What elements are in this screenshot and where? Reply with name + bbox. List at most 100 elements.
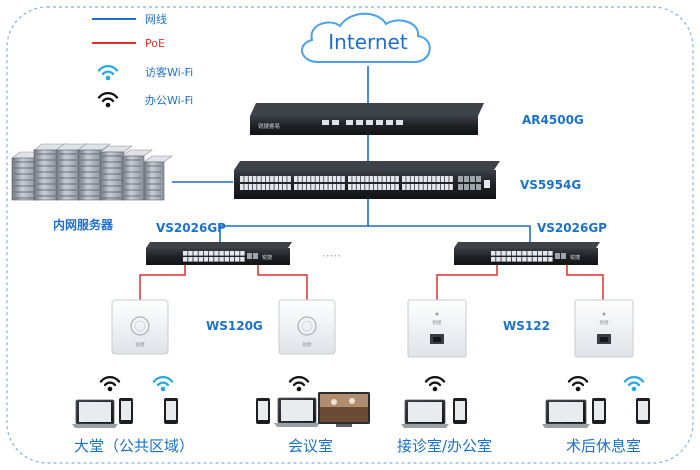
core-port <box>294 176 298 182</box>
access-port <box>188 251 193 256</box>
access-port <box>506 257 511 262</box>
access-port <box>543 257 548 262</box>
core-port <box>378 184 382 190</box>
core-port <box>332 184 337 190</box>
core-port <box>278 184 283 190</box>
wifi-office-icon-lobby <box>99 376 121 392</box>
access-port <box>511 251 517 256</box>
core-sfp-port <box>470 176 475 182</box>
wifi-guest-icon-lobby <box>152 376 174 392</box>
core-sfp-port <box>464 184 469 190</box>
core-port <box>302 176 307 182</box>
core-port <box>298 176 302 182</box>
access-port <box>209 251 214 256</box>
core-port <box>328 176 332 182</box>
wifi-office-icon-meeting <box>288 376 310 392</box>
access-sfp-port <box>561 253 566 259</box>
access-port <box>527 251 532 256</box>
core-port <box>382 176 386 182</box>
core-port <box>436 184 440 190</box>
legend-office-wifi-icon <box>97 92 119 108</box>
access-sfp-port <box>555 253 560 259</box>
core-port <box>406 184 410 190</box>
laptop-lobby <box>72 399 118 428</box>
access-sfp-port <box>253 253 258 259</box>
core-port <box>373 184 378 190</box>
phone-recovery <box>592 398 606 424</box>
core-port <box>274 176 278 182</box>
access-sfp-port <box>247 253 252 259</box>
server-body <box>77 149 103 201</box>
core-port <box>406 176 410 182</box>
core-port <box>324 184 328 190</box>
core-port <box>449 176 453 182</box>
access-port <box>543 251 548 256</box>
core-port <box>365 176 369 182</box>
server-top <box>143 155 173 163</box>
core-port <box>315 176 320 182</box>
core-port <box>274 184 278 190</box>
core-port <box>445 184 449 190</box>
internet-label: Internet <box>328 30 408 54</box>
core-port <box>440 176 445 182</box>
tv-display-meeting <box>318 392 370 427</box>
phone-lobby-guest <box>164 398 178 424</box>
core-port <box>395 176 399 182</box>
access-port <box>198 257 203 262</box>
access-port <box>537 251 543 256</box>
access-port <box>203 251 209 256</box>
core-port <box>414 176 419 182</box>
server-body <box>33 149 59 201</box>
router-model-label: AR4500G <box>522 113 584 127</box>
core-port <box>332 176 337 182</box>
access-switch-right-ports <box>491 251 566 262</box>
panel-ap-recovery: 锐捷 <box>574 299 634 358</box>
ceiling-ap-model-label: WS120G <box>206 319 263 333</box>
core-port <box>287 184 291 190</box>
ap-brand-lobby: 锐捷 <box>136 341 145 348</box>
access-port <box>501 251 506 256</box>
laptop-recovery <box>542 399 590 428</box>
core-port <box>432 176 436 182</box>
access-port <box>214 257 219 262</box>
core-port <box>283 184 287 190</box>
access-port <box>511 257 517 262</box>
ceiling-ap-meeting: 锐捷 <box>278 299 336 355</box>
access-port <box>548 257 553 262</box>
access-port <box>219 257 224 262</box>
panel-ap-model-label: WS122 <box>503 319 550 333</box>
access-port <box>219 251 224 256</box>
core-port <box>265 176 270 182</box>
core-port <box>386 184 391 190</box>
core-port <box>257 176 261 182</box>
core-port <box>240 176 244 182</box>
core-port <box>402 184 406 190</box>
core-port <box>391 176 395 182</box>
poe-left-ap2 <box>257 265 308 300</box>
access-switch-left-brand: 锐捷 <box>262 254 272 261</box>
router-device: 锐捷睿易 <box>250 103 484 135</box>
core-port <box>244 176 248 182</box>
servers-label: 内网服务器 <box>53 217 114 232</box>
legend-wired-label: 网线 <box>145 12 167 26</box>
core-port <box>248 176 253 182</box>
core-sfp-port <box>458 184 463 190</box>
router-ports <box>322 120 403 125</box>
server-tower <box>143 155 173 201</box>
core-port <box>240 184 244 190</box>
core-switch-device <box>234 161 500 199</box>
core-port <box>270 184 274 190</box>
core-port <box>261 176 266 182</box>
core-port <box>306 176 311 182</box>
ap-brand-recovery: 锐捷 <box>600 319 609 326</box>
access-port <box>203 257 209 262</box>
core-port <box>373 176 378 182</box>
access-port <box>522 257 527 262</box>
server-body <box>55 149 81 201</box>
core-port <box>337 184 341 190</box>
core-port <box>427 176 432 182</box>
access-port <box>537 257 543 262</box>
core-port <box>356 176 361 182</box>
access-switch-left-model-label: VS2026GP <box>156 221 226 235</box>
